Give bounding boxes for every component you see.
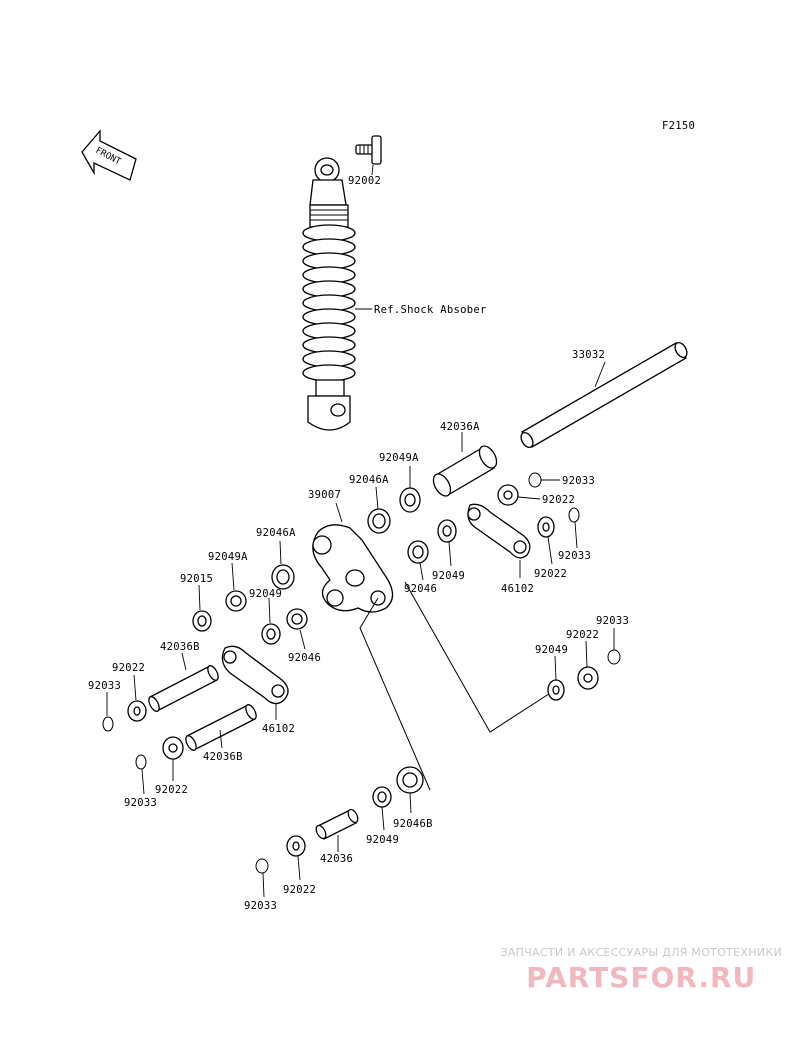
label-42036B-bottom: 42036B — [203, 751, 243, 763]
seal-92049-bottom: 92049 — [366, 786, 399, 846]
link-46102-right: 46102 — [467, 503, 534, 595]
bearing-92046B: 92046B — [393, 766, 433, 830]
label-92033-f: 92033 — [244, 900, 277, 912]
circlip-92033-f: 92033 — [244, 858, 277, 912]
circlip-92033-b: 92033 — [558, 507, 591, 562]
watermark-caption: ЗАПЧАСТИ И АКСЕССУАРЫ ДЛЯ МОТОТЕХНИКИ — [500, 946, 782, 959]
pin-42036B-top: 42036B — [148, 641, 219, 712]
circlip-92033-e: 92033 — [124, 754, 157, 809]
label-92002: 92002 — [348, 175, 381, 187]
ref-shock-label: Ref.Shock Absober — [374, 304, 487, 316]
label-46102-left: 46102 — [262, 723, 295, 735]
label-92049-left: 92049 — [249, 588, 282, 600]
label-92022-b: 92022 — [534, 568, 567, 580]
washer-92022-b: 92022 — [534, 516, 567, 580]
bolt-92002: 92002 — [348, 135, 382, 187]
rocker-arm-39007: 39007 — [308, 489, 394, 613]
circlip-92033-c: 92033 — [596, 615, 629, 665]
circlip-92033-a: 92033 — [528, 472, 595, 488]
label-92046A-top: 92046A — [349, 474, 389, 486]
collar-92015: 92015 — [180, 573, 213, 632]
figure-code: F2150 — [662, 120, 695, 132]
seal-92049-right: 92049 — [535, 644, 568, 701]
seal-92049-mid: 92049 — [432, 519, 465, 582]
label-42036A: 42036A — [440, 421, 480, 433]
link-46102-left: 46102 — [221, 645, 295, 735]
front-arrow-icon: FRONT — [81, 129, 137, 181]
label-92015: 92015 — [180, 573, 213, 585]
label-42036: 42036 — [320, 853, 353, 865]
seal-92049A-left: 92049A — [208, 551, 248, 612]
label-92049A-left: 92049A — [208, 551, 248, 563]
label-92033-b: 92033 — [558, 550, 591, 562]
label-92049-bottom: 92049 — [366, 834, 399, 846]
watermark-logo: PARTSFOR.RU — [526, 961, 757, 994]
label-92049A-top: 92049A — [379, 452, 419, 464]
label-33032: 33032 — [572, 349, 605, 361]
bearing-92046A-left: 92046A — [256, 527, 296, 590]
bearing-92046-mid: 92046 — [404, 540, 437, 595]
pin-42036B-bottom: 42036B — [185, 704, 257, 763]
label-92046-mid: 92046 — [404, 583, 437, 595]
label-92022-d: 92022 — [112, 662, 145, 674]
label-92022-c: 92022 — [566, 629, 599, 641]
label-42036B-top: 42036B — [160, 641, 200, 653]
washer-92022-c: 92022 — [566, 629, 599, 690]
bearing-92046A-top: 92046A — [349, 474, 391, 534]
shock-absorber: Ref.Shock Absober — [302, 157, 487, 431]
label-92033-d: 92033 — [88, 680, 121, 692]
assembly-guide-lines — [359, 581, 556, 791]
washer-92022-e: 92022 — [155, 736, 188, 796]
shock-spring — [302, 224, 356, 382]
label-92022-f: 92022 — [283, 884, 316, 896]
label-92046B: 92046B — [393, 818, 433, 830]
label-92046-left: 92046 — [288, 652, 321, 664]
sleeve-42036A: 42036A — [432, 421, 498, 497]
shaft-33032: 33032 — [520, 341, 688, 449]
label-92033-e: 92033 — [124, 797, 157, 809]
label-39007: 39007 — [308, 489, 341, 501]
site-watermark: ЗАПЧАСТИ И АКСЕССУАРЫ ДЛЯ МОТОТЕХНИКИ PA… — [500, 946, 782, 994]
label-92049-mid: 92049 — [432, 570, 465, 582]
seal-92049-left: 92049 — [249, 588, 282, 645]
seal-92049A-top: 92049A — [379, 452, 421, 513]
label-46102-right: 46102 — [501, 583, 534, 595]
pin-42036: 42036 — [315, 808, 359, 865]
washer-92022-f: 92022 — [283, 835, 316, 896]
label-92022-e: 92022 — [155, 784, 188, 796]
bearing-92046-left: 92046 — [286, 608, 321, 664]
label-92049-right: 92049 — [535, 644, 568, 656]
label-92033-a: 92033 — [562, 475, 595, 487]
label-92033-c: 92033 — [596, 615, 629, 627]
label-92046A-left: 92046A — [256, 527, 296, 539]
washer-92022-a: 92022 — [497, 484, 575, 506]
circlip-92033-d: 92033 — [88, 680, 121, 732]
washer-92022-d: 92022 — [112, 662, 147, 722]
label-92022-a: 92022 — [542, 494, 575, 506]
